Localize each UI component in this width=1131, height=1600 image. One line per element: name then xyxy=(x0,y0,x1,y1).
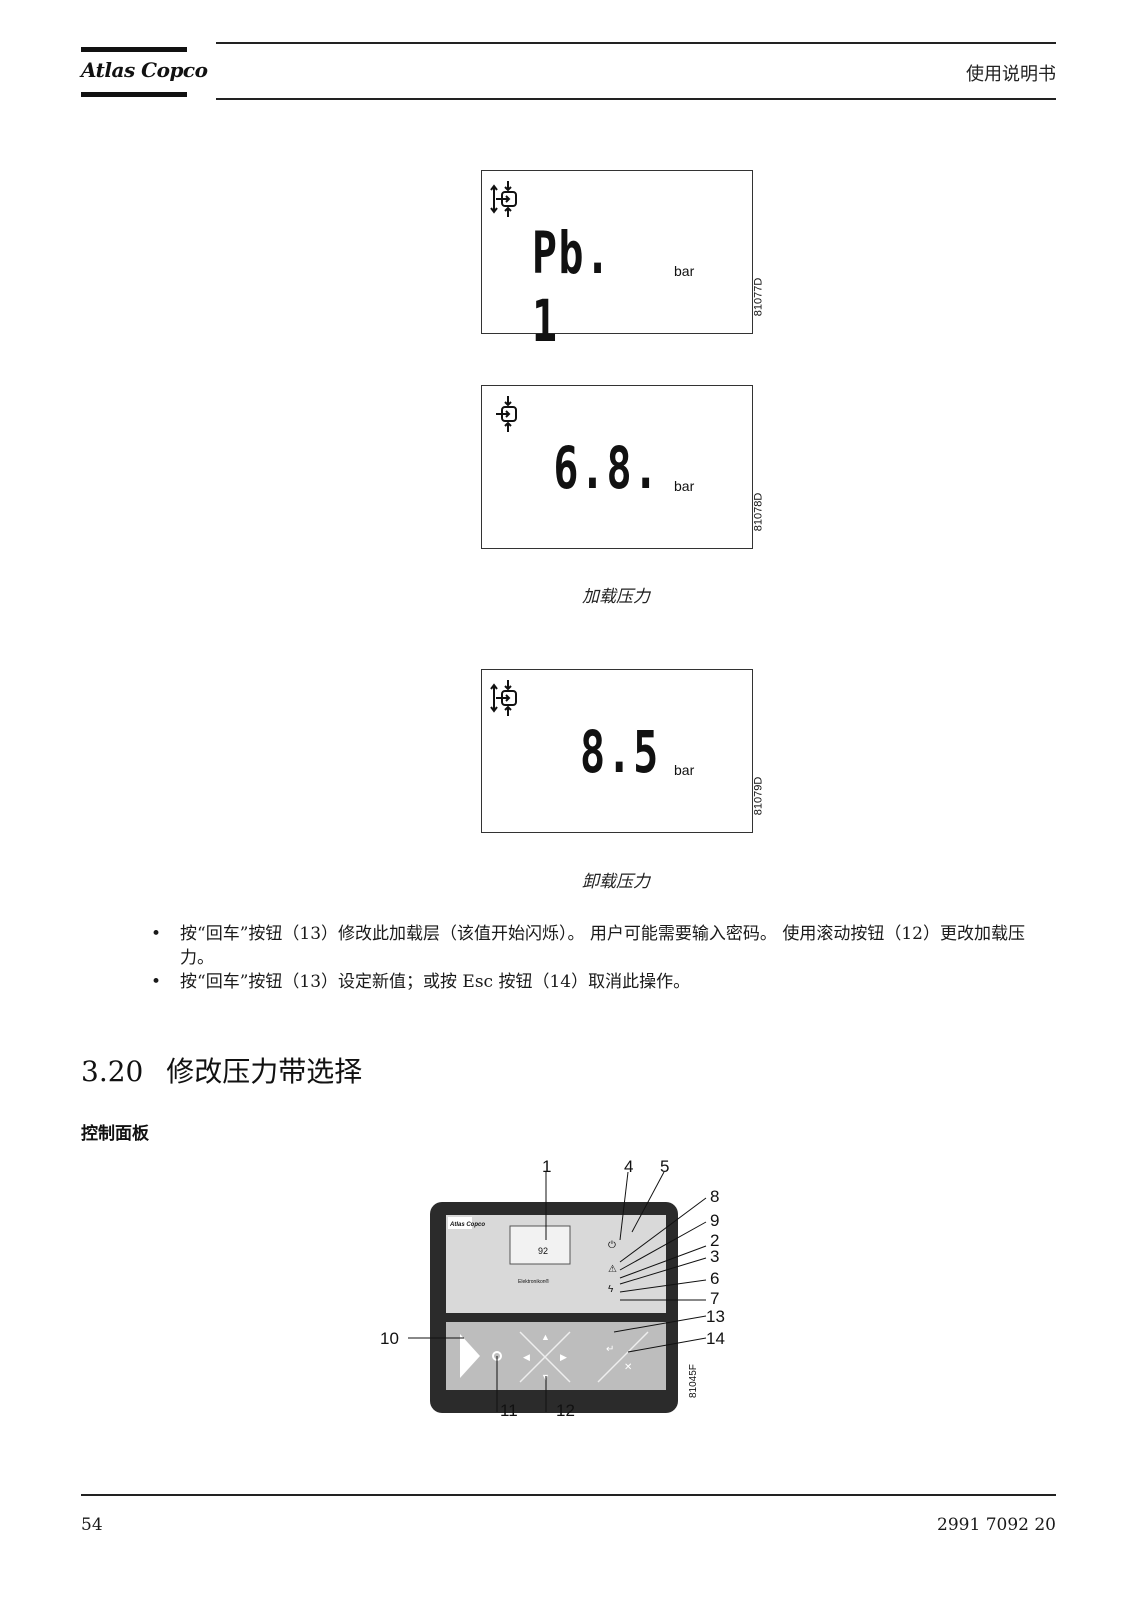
callout-13: 13 xyxy=(706,1307,725,1326)
lcd-figure-loading-pressure: 6.8. bar 81078D xyxy=(481,385,765,549)
callout-5: 5 xyxy=(660,1160,669,1176)
callout-11: 11 xyxy=(500,1401,518,1420)
bullet-dot: • xyxy=(151,924,162,944)
header-rule-bottom xyxy=(216,98,1056,100)
lcd-unit: bar xyxy=(674,478,695,494)
bullet-text: 按“回车”按钮（13）设定新值；或按 Esc 按钮（14）取消此操作。 xyxy=(180,972,691,992)
callout-2: 2 xyxy=(710,1231,719,1250)
callout-1: 1 xyxy=(542,1160,551,1176)
lcd-value: Pb. 1 xyxy=(531,219,612,355)
scroll-right-icon: ▶ xyxy=(560,1352,567,1362)
header-rule-top xyxy=(216,42,1056,44)
lcd-value: 6.8. xyxy=(553,434,660,502)
lcd-figure-unloading-pressure: 8.5 bar 81079D xyxy=(481,669,765,833)
control-panel-figure: Atlas Copco 92 Elektronikon® ▲ ▼ ◀ ▶ ↵ ✕… xyxy=(380,1160,725,1420)
callout-12: 12 xyxy=(556,1401,575,1420)
document-title: 使用说明书 xyxy=(966,64,1056,85)
logo-bar-top xyxy=(81,47,187,52)
callout-14: 14 xyxy=(706,1329,725,1348)
callout-7: 7 xyxy=(710,1289,719,1308)
bullet-text: 按“回车”按钮（13）修改此加载层（该值开始闪烁）。 用户可能需要输入密码。 使… xyxy=(180,924,1025,968)
loading-pressure-icon xyxy=(496,396,517,432)
scroll-down-icon: ▼ xyxy=(541,1372,550,1382)
lcd-value: 8.5 xyxy=(580,718,660,786)
keypad-divider xyxy=(597,1331,649,1383)
lcd-unit: bar xyxy=(674,762,695,778)
warning-icon: ⚠ xyxy=(608,1264,617,1275)
panel-display-reading: 92 xyxy=(538,1246,548,1256)
callout-9: 9 xyxy=(710,1211,719,1230)
figure-code: 81078D xyxy=(752,492,765,532)
logo-bar-bottom xyxy=(81,92,187,97)
footer-rule xyxy=(81,1494,1056,1496)
figure-code: 81079D xyxy=(752,776,765,816)
callout-6: 6 xyxy=(710,1269,719,1288)
panel-model-label: Elektronikon® xyxy=(518,1278,550,1285)
scroll-up-icon: ▲ xyxy=(541,1332,550,1342)
list-item: • 按“回车”按钮（13）修改此加载层（该值开始闪烁）。 用户可能需要输入密码。… xyxy=(148,922,1058,970)
callout-10: 10 xyxy=(380,1329,399,1348)
lightning-icon: ϟ xyxy=(608,1284,614,1295)
atlas-copco-logo: Atlas Copco xyxy=(81,58,208,82)
escape-icon: ✕ xyxy=(624,1362,632,1373)
figure-code: 81077D xyxy=(752,277,765,317)
scroll-cross-b xyxy=(519,1331,571,1383)
panel-logo-plate xyxy=(448,1217,472,1229)
callout-4: 4 xyxy=(624,1160,633,1176)
start-button xyxy=(460,1334,480,1378)
list-item: • 按“回车”按钮（13）设定新值；或按 Esc 按钮（14）取消此操作。 xyxy=(148,970,1058,994)
lcd-unit: bar xyxy=(674,263,695,279)
scroll-left-icon: ◀ xyxy=(523,1352,530,1362)
instruction-list: • 按“回车”按钮（13）修改此加载层（该值开始闪烁）。 用户可能需要输入密码。… xyxy=(148,922,1058,994)
section-number: 3.20 xyxy=(81,1055,144,1088)
power-icon: ⏻ xyxy=(608,1240,616,1251)
callout-3: 3 xyxy=(710,1247,719,1266)
subheading: 控制面板 xyxy=(81,1124,149,1144)
pressure-band-icon xyxy=(490,181,517,217)
panel-keypad xyxy=(446,1322,666,1390)
lcd-figure-pressure-band: Pb. 1 bar 81077D xyxy=(481,170,765,355)
control-panel-figure-code: 81045F xyxy=(688,1364,699,1398)
section-heading: 3.20 修改压力带选择 xyxy=(81,1050,362,1090)
panel-display xyxy=(509,1225,571,1265)
section-title: 修改压力带选择 xyxy=(166,1055,363,1088)
panel-logo: Atlas Copco xyxy=(449,1222,485,1228)
enter-icon: ↵ xyxy=(606,1344,614,1355)
page-number: 54 xyxy=(81,1515,103,1535)
bullet-dot: • xyxy=(151,972,162,992)
pressure-band-icon xyxy=(490,680,517,716)
document-number: 2991 7092 20 xyxy=(937,1515,1056,1535)
callout-8: 8 xyxy=(710,1187,719,1206)
caption-loading-pressure: 加载压力 xyxy=(582,587,650,607)
caption-unloading-pressure: 卸载压力 xyxy=(582,872,650,892)
